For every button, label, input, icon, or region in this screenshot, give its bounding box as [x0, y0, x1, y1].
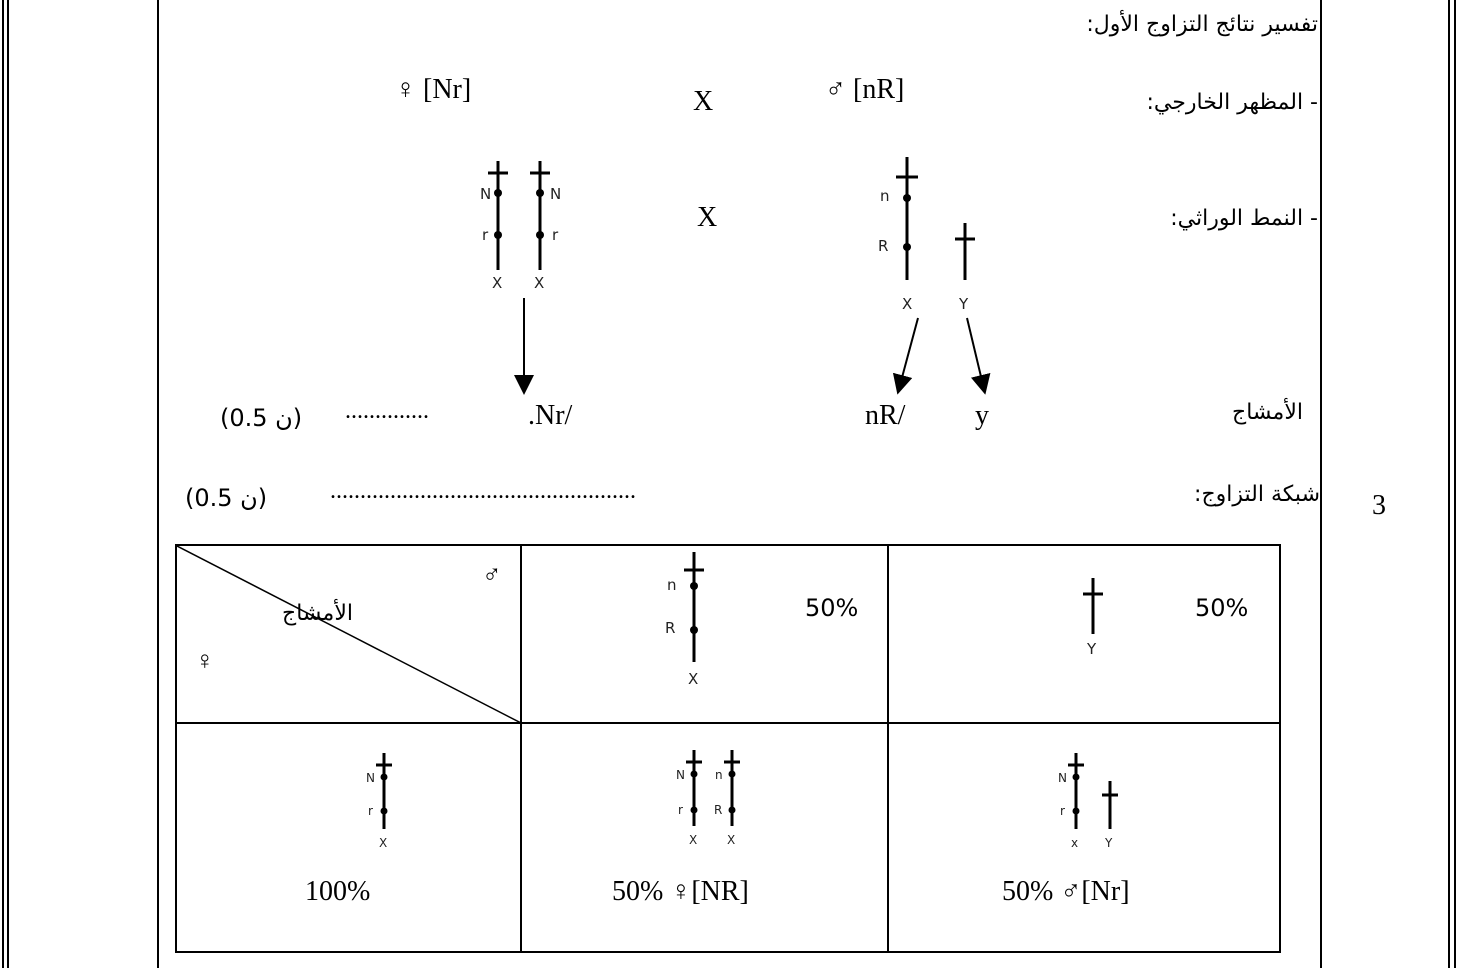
- punnett-dots: ........................................…: [330, 478, 636, 504]
- header-col1-percentage: 50%: [805, 594, 859, 622]
- genotype-label: - النمط الوراثي:: [1170, 206, 1318, 231]
- row-allele-r: r: [368, 804, 373, 818]
- allele-r-left: r: [482, 226, 489, 244]
- offspring-female-allele-N: N: [676, 768, 685, 782]
- row-allele-N: N: [366, 771, 375, 785]
- offspring-female-X2: X: [727, 833, 735, 847]
- row-chromosome-x: X: [379, 836, 387, 850]
- corner-diagonal: [177, 546, 521, 724]
- allele-R: R: [878, 237, 888, 255]
- chromosome-X-left: X: [492, 274, 502, 292]
- row-percentage: 100%: [305, 876, 371, 907]
- offspring-male-allele-N: N: [1058, 771, 1067, 785]
- section-heading: تفسير نتائج التزاوج الأول:: [1086, 12, 1318, 37]
- offspring-female-allele-R: R: [714, 803, 722, 817]
- offspring-female-allele-n: n: [715, 768, 723, 782]
- offspring-female-allele-r: r: [678, 803, 683, 817]
- allele-N-right: N: [550, 185, 561, 203]
- outer-border-right: [1454, 0, 1456, 968]
- punnett-score: (0.5 ن): [185, 484, 268, 512]
- offspring-male-Y: Y: [1104, 836, 1113, 850]
- outer-border-left: [2, 0, 4, 968]
- question-number: 3: [1372, 490, 1386, 521]
- female-gamete: .Nr/: [528, 400, 573, 431]
- offspring-female-chromosomes: N r n R X X: [676, 750, 740, 847]
- female-gamete-dots: ..............: [345, 398, 429, 424]
- male-x-gamete-arrow: [892, 317, 919, 395]
- allele-n: n: [880, 187, 890, 205]
- corner-gametes-label: الأمشاج: [282, 601, 353, 626]
- male-x-gamete: nR/: [865, 400, 906, 431]
- header-col2-percentage: 50%: [1195, 594, 1249, 622]
- chromosome-Y: Y: [958, 295, 969, 313]
- allele-N-left: N: [480, 185, 491, 203]
- gamete-arrows: [514, 298, 991, 395]
- outer-border-left-inner: [7, 0, 9, 968]
- offspring-male-result: 50% ♂[Nr]: [1002, 876, 1130, 907]
- gametes-score: (0.5 ن): [220, 404, 303, 432]
- male-phenotype: ♂ [nR]: [825, 74, 905, 105]
- column-divider-right: [1320, 0, 1322, 968]
- header-allele-n: n: [667, 576, 677, 594]
- chromosome-X-right: X: [534, 274, 544, 292]
- offspring-male-allele-r: r: [1060, 804, 1065, 818]
- header-chromosome-Y: Y: [1086, 640, 1097, 656]
- offspring-male-x: x: [1071, 836, 1078, 850]
- header-y-chromosome: Y: [1083, 578, 1103, 656]
- offspring-female-X1: X: [689, 833, 697, 847]
- phenotype-cross: X: [693, 86, 714, 117]
- male-parent-chromosomes: n R X Y: [878, 157, 975, 313]
- punnett-square: ♂ الأمشاج ♀ n R X 50% Y 50% N r X 100%: [175, 544, 1281, 953]
- column-divider-left: [157, 0, 159, 968]
- male-y-gamete-arrow: [966, 317, 991, 395]
- grid-col-line-2: [887, 546, 889, 951]
- chromosome-X: X: [902, 295, 912, 313]
- female-symbol: ♀: [195, 646, 215, 675]
- header-x-chromosome: n R X: [665, 552, 704, 688]
- female-parent-chromosomes: N r N r X X: [480, 161, 561, 292]
- outer-border-right-inner: [1448, 0, 1450, 968]
- genotype-cross: X: [697, 202, 718, 233]
- gametes-label: الأمشاج: [1232, 400, 1303, 425]
- header-allele-R: R: [665, 619, 675, 637]
- grid-row-line: [177, 722, 1279, 724]
- allele-r-right: r: [552, 226, 559, 244]
- row-x-chromosome: N r X: [366, 753, 392, 850]
- grid-col-line-1: [520, 546, 522, 951]
- female-phenotype: ♀ [Nr]: [395, 74, 472, 105]
- male-y-gamete: y: [975, 400, 989, 431]
- offspring-male-chromosomes: N r x Y: [1058, 753, 1118, 850]
- offspring-female-result: 50% ♀[NR]: [612, 876, 749, 907]
- phenotype-label: - المظهر الخارجي:: [1146, 90, 1318, 115]
- header-chromosome-X: X: [688, 670, 698, 688]
- punnett-label: شبكة التزاوج:: [1194, 482, 1320, 507]
- male-symbol: ♂: [482, 560, 502, 589]
